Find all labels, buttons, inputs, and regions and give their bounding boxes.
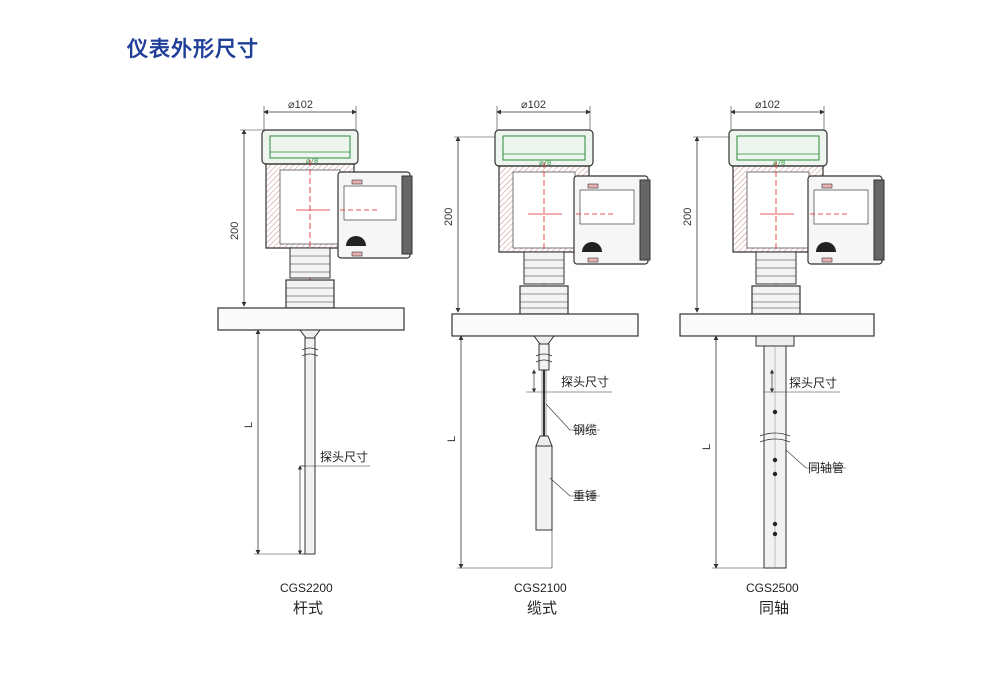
callout-label: 重锤 bbox=[573, 488, 597, 503]
callout-label: 探头尺寸 bbox=[561, 375, 609, 389]
instrument-cgs2200: ⌀102 200 ⌀78 bbox=[217, 99, 413, 617]
probe-size-callout: 探头尺寸 bbox=[526, 369, 612, 393]
diameter-label: ⌀102 bbox=[521, 99, 546, 111]
inner-diameter-label: ⌀78 bbox=[539, 160, 551, 167]
model-label: CGS2100 bbox=[514, 581, 567, 595]
inner-diameter-label: ⌀78 bbox=[773, 160, 785, 167]
inner-diameter-label: ⌀78 bbox=[306, 158, 318, 165]
flange bbox=[679, 313, 875, 337]
coaxial-probe bbox=[755, 335, 795, 569]
flange bbox=[217, 307, 405, 331]
housing: ⌀78 bbox=[494, 129, 651, 306]
housing: ⌀78 bbox=[261, 129, 413, 300]
rod-probe bbox=[299, 329, 321, 555]
cable-callout: 钢缆 bbox=[545, 403, 600, 437]
callout-label: 探头尺寸 bbox=[320, 450, 368, 464]
callout-label: 钢缆 bbox=[573, 423, 597, 437]
probe-size-callout: 探头尺寸 bbox=[297, 450, 370, 555]
callout-label: 同轴管 bbox=[808, 460, 844, 475]
process-connection bbox=[751, 251, 801, 315]
weight-callout: 重锤 bbox=[549, 477, 600, 503]
process-connection bbox=[285, 247, 335, 309]
process-connection bbox=[519, 251, 569, 315]
model-label: CGS2200 bbox=[280, 581, 333, 595]
height-dimension: 200 bbox=[443, 136, 498, 313]
model-label: CGS2500 bbox=[746, 581, 799, 595]
instrument-cgs2500: ⌀102 200 ⌀78 bbox=[679, 99, 885, 617]
cable-probe bbox=[533, 335, 555, 531]
length-label: L bbox=[243, 422, 255, 428]
probe-size-callout: 探头尺寸 bbox=[764, 369, 840, 393]
diameter-dimension: ⌀102 bbox=[730, 99, 825, 130]
length-dimension: L bbox=[446, 335, 553, 569]
length-label: L bbox=[701, 444, 713, 450]
height-label: 200 bbox=[443, 208, 455, 226]
type-label: 杆式 bbox=[293, 599, 323, 617]
housing: ⌀78 bbox=[728, 129, 885, 306]
diameter-label: ⌀102 bbox=[755, 99, 780, 111]
length-label: L bbox=[446, 436, 458, 442]
height-label: 200 bbox=[229, 222, 241, 240]
diameter-label: ⌀102 bbox=[288, 99, 313, 111]
page-title: 仪表外形尺寸 bbox=[127, 37, 259, 61]
diameter-dimension: ⌀102 bbox=[496, 99, 591, 130]
type-label: 缆式 bbox=[527, 599, 557, 617]
coaxial-tube-callout: 同轴管 bbox=[785, 449, 846, 475]
diameter-dimension: ⌀102 bbox=[263, 99, 357, 130]
height-label: 200 bbox=[682, 208, 694, 226]
length-dimension: L bbox=[243, 329, 306, 555]
flange bbox=[451, 313, 639, 337]
height-dimension: 200 bbox=[682, 136, 730, 313]
callout-label: 探头尺寸 bbox=[789, 376, 837, 390]
length-dimension: L bbox=[701, 335, 786, 569]
type-label: 同轴 bbox=[759, 599, 789, 617]
instrument-cgs2100: ⌀102 200 ⌀78 bbox=[443, 99, 651, 617]
